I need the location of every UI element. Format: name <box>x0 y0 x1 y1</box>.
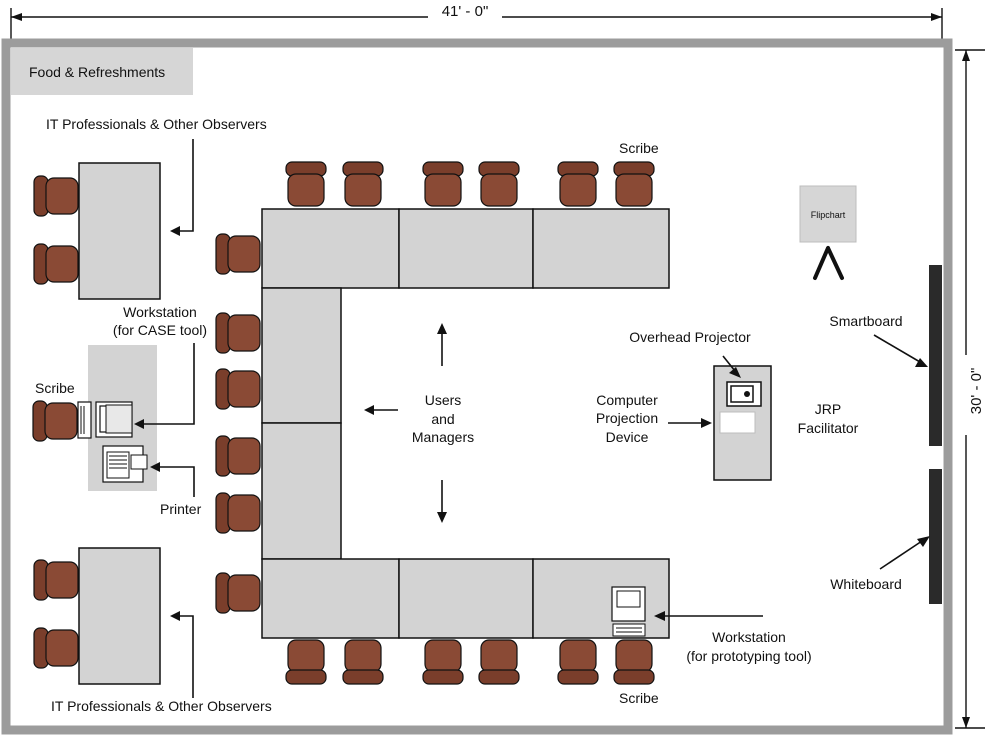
u-table-top-3 <box>532 208 670 289</box>
observers-bottom-label: IT Professionals & Other Observers <box>51 698 272 714</box>
users-label-2: and <box>431 411 454 427</box>
users-label-1: Users <box>425 392 462 408</box>
u-table-left-2 <box>261 422 342 560</box>
u-table-bottom-3 <box>532 558 670 639</box>
flipchart-label: Flipchart <box>811 210 846 220</box>
projection-device-icon <box>719 411 756 434</box>
chair-left-u <box>215 435 261 477</box>
chair-top <box>478 161 520 207</box>
printer-icon <box>102 445 148 483</box>
room-walls <box>1 38 953 735</box>
u-table-bottom-2 <box>398 558 534 639</box>
chair-left-u <box>215 572 261 614</box>
u-table-bottom-1 <box>261 558 400 639</box>
workstation-case-label-2: (for CASE tool) <box>113 322 207 338</box>
whiteboard-label: Whiteboard <box>830 576 902 592</box>
chairs-group <box>32 161 655 685</box>
chair-left-u <box>215 233 261 275</box>
workstation-case-label-1: Workstation <box>123 304 197 320</box>
food-label: Food & Refreshments <box>29 64 165 80</box>
users-label-3: Managers <box>412 429 474 445</box>
flipchart: Flipchart <box>799 185 857 280</box>
cpd-label-3: Device <box>606 429 649 445</box>
chair-top <box>557 161 599 207</box>
scribe-left-label: Scribe <box>35 380 75 396</box>
cpd-label-1: Computer <box>596 392 658 408</box>
chair-bottom <box>613 639 655 685</box>
scribe-top-label: Scribe <box>619 140 659 156</box>
width-label: 41' - 0" <box>442 3 489 20</box>
chair-top <box>422 161 464 207</box>
overhead-projector-label: Overhead Projector <box>629 329 751 345</box>
case-computer-icon <box>77 401 133 439</box>
chair-left-u <box>215 368 261 410</box>
prototyping-computer-icon <box>611 586 646 637</box>
chair-top <box>613 161 655 207</box>
smartboard-label: Smartboard <box>829 313 902 329</box>
height-label: 30' - 0" <box>968 368 985 415</box>
chair-left-u <box>215 312 261 354</box>
chair-bottom <box>557 639 599 685</box>
chair-top <box>342 161 384 207</box>
jrp-label-2: Facilitator <box>798 420 859 436</box>
chair-bottom <box>422 639 464 685</box>
whiteboard <box>929 469 942 604</box>
chair-bottom <box>478 639 520 685</box>
chair-observer-bottom <box>33 627 79 669</box>
scribe-bottom-label: Scribe <box>619 690 659 706</box>
chair-left-u <box>215 492 261 534</box>
chair-scribe-left <box>32 400 78 442</box>
u-table-top-2 <box>398 208 534 289</box>
observers-top-label: IT Professionals & Other Observers <box>46 116 267 132</box>
jrp-label-1: JRP <box>815 401 841 417</box>
food-area <box>11 48 193 95</box>
width-dimension: 41' - 0" <box>10 3 943 45</box>
chair-observer-top <box>33 243 79 285</box>
projector-cart <box>713 365 772 481</box>
chair-bottom <box>342 639 384 685</box>
cpd-label-2: Projection <box>596 410 658 426</box>
workstation-proto-label-1: Workstation <box>712 629 786 645</box>
chair-top <box>285 161 327 207</box>
observer-table-bottom <box>78 547 161 685</box>
u-table-top-1 <box>261 208 400 289</box>
chair-observer-bottom <box>33 559 79 601</box>
chair-observer-top <box>33 175 79 217</box>
printer-label: Printer <box>160 501 202 517</box>
u-table-left-1 <box>261 287 342 424</box>
chair-bottom <box>285 639 327 685</box>
smartboard <box>929 265 942 446</box>
height-dimension: 30' - 0" <box>955 49 985 729</box>
observer-table-top <box>78 162 161 300</box>
annotation-arrows <box>134 139 930 698</box>
workstation-proto-label-2: (for prototyping tool) <box>686 648 811 664</box>
